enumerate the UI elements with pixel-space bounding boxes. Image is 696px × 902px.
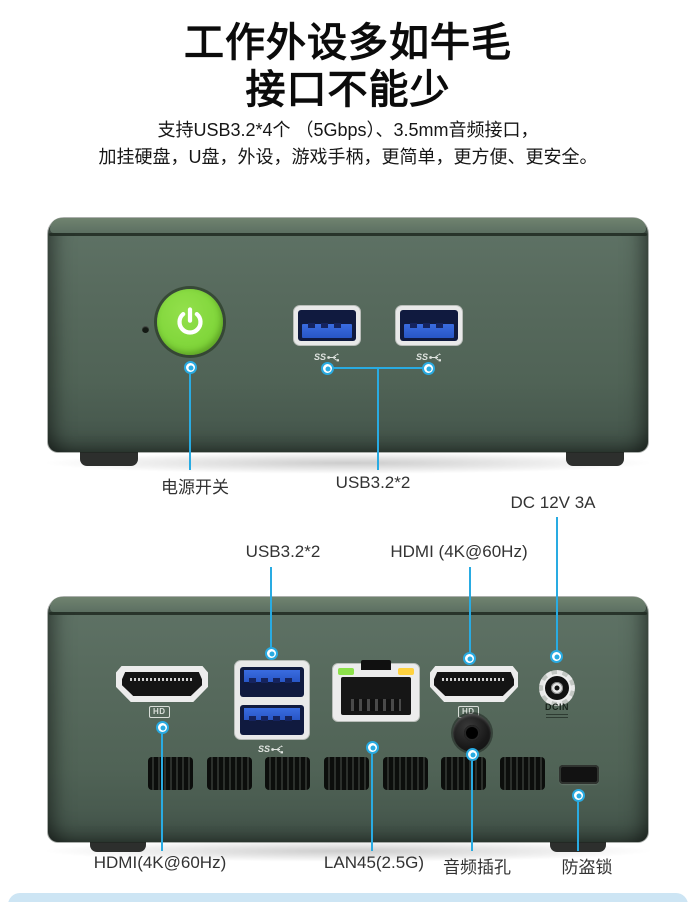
- front-usb-port-2: [395, 305, 463, 346]
- callout-dot-lan: [366, 741, 379, 754]
- label-security-lock: 防盗锁: [561, 858, 613, 877]
- callout-line-back-hdmi-top: [469, 567, 471, 653]
- power-icon: [177, 307, 203, 335]
- callout-dot-audio: [466, 748, 479, 761]
- back-usb-port-2: [240, 705, 304, 735]
- back-usb-port-1: [240, 667, 304, 697]
- dcin-polarity-mark: [546, 714, 568, 719]
- usb-superspeed-icon: SS: [258, 744, 284, 754]
- page-subtitle: 支持USB3.2*4个 （5Gbps）、3.5mm音频接口， 加挂硬盘，U盘，外…: [0, 117, 696, 171]
- vent: [323, 757, 369, 790]
- title-line-2: 接口不能少: [245, 68, 451, 112]
- callout-dot-back-usb: [265, 647, 278, 660]
- vent-grilles: [148, 757, 545, 790]
- subtitle-line-2: 加挂硬盘，U盘，外设，游戏手柄，更简单，更方便、更安全。: [98, 147, 598, 167]
- page-title: 工作外设多如牛毛 接口不能少: [0, 20, 696, 114]
- hd-badge: HD: [149, 706, 170, 718]
- front-lid-seam: [49, 233, 647, 236]
- front-usb-port-1: [293, 305, 361, 346]
- vent: [441, 757, 487, 790]
- callout-dot-usb2: [422, 362, 435, 375]
- usb-superspeed-icon: SS: [314, 352, 340, 362]
- mini-pc-back-view: HD SS: [48, 597, 648, 842]
- callout-line-back-usb: [270, 567, 272, 647]
- back-lid-seam: [49, 612, 647, 615]
- callout-line-usb-vertical: [377, 369, 379, 470]
- label-power-switch: 电源开关: [161, 478, 229, 497]
- dcin-label: DCIN: [545, 702, 569, 712]
- callout-dot-power: [184, 361, 197, 374]
- callout-line-lan: [371, 754, 373, 851]
- back-usb-ports: [234, 660, 310, 740]
- ethernet-port: [332, 660, 420, 722]
- callout-line-lock: [577, 802, 579, 851]
- hdmi-port-right: [430, 666, 518, 702]
- callout-line-usb-horizontal: [330, 367, 426, 369]
- label-back-hdmi-top: HDMI (4K@60Hz): [390, 542, 528, 561]
- hdmi-port-left: [116, 666, 208, 702]
- vent: [382, 757, 428, 790]
- label-dc-power: DC 12V 3A: [510, 493, 596, 512]
- lan-led-green: [338, 668, 354, 675]
- label-front-usb: USB3.2*2: [335, 473, 411, 492]
- vent: [265, 757, 311, 790]
- usb-superspeed-icon: SS: [416, 352, 442, 362]
- callout-dot-dc: [550, 650, 563, 663]
- mini-pc-front-view: SS SS: [48, 218, 648, 452]
- label-back-usb: USB3.2*2: [245, 542, 321, 561]
- callout-dot-back-hdmi-bottom: [156, 721, 169, 734]
- callout-line-audio: [471, 761, 473, 851]
- title-line-1: 工作外设多如牛毛: [184, 21, 512, 65]
- vent: [499, 757, 545, 790]
- dc-in-port: [539, 670, 575, 706]
- front-device-shadow: [40, 452, 656, 474]
- callout-line-dc: [556, 517, 558, 651]
- label-audio-jack: 音频插孔: [443, 858, 511, 877]
- back-lid: [50, 597, 646, 612]
- next-section-bar: [8, 893, 688, 902]
- callout-dot-back-hdmi-top: [463, 652, 476, 665]
- label-back-hdmi-bottom: HDMI(4K@60Hz): [93, 853, 227, 872]
- back-device-shadow: [40, 840, 656, 862]
- callout-dot-lock: [572, 789, 585, 802]
- vent: [206, 757, 252, 790]
- callout-line-back-hdmi-bottom: [161, 734, 163, 851]
- audio-jack-port: [453, 714, 491, 752]
- power-led-dot: [142, 326, 149, 333]
- vent: [148, 757, 193, 790]
- kensington-lock-slot: [559, 765, 599, 784]
- subtitle-line-1: 支持USB3.2*4个 （5Gbps）、3.5mm音频接口，: [157, 120, 539, 140]
- label-lan: LAN45(2.5G): [323, 853, 425, 872]
- callout-line-power: [189, 374, 191, 470]
- power-button: [157, 289, 223, 355]
- lan-led-yellow: [398, 668, 414, 675]
- callout-dot-usb1: [321, 362, 334, 375]
- front-lid: [50, 218, 646, 233]
